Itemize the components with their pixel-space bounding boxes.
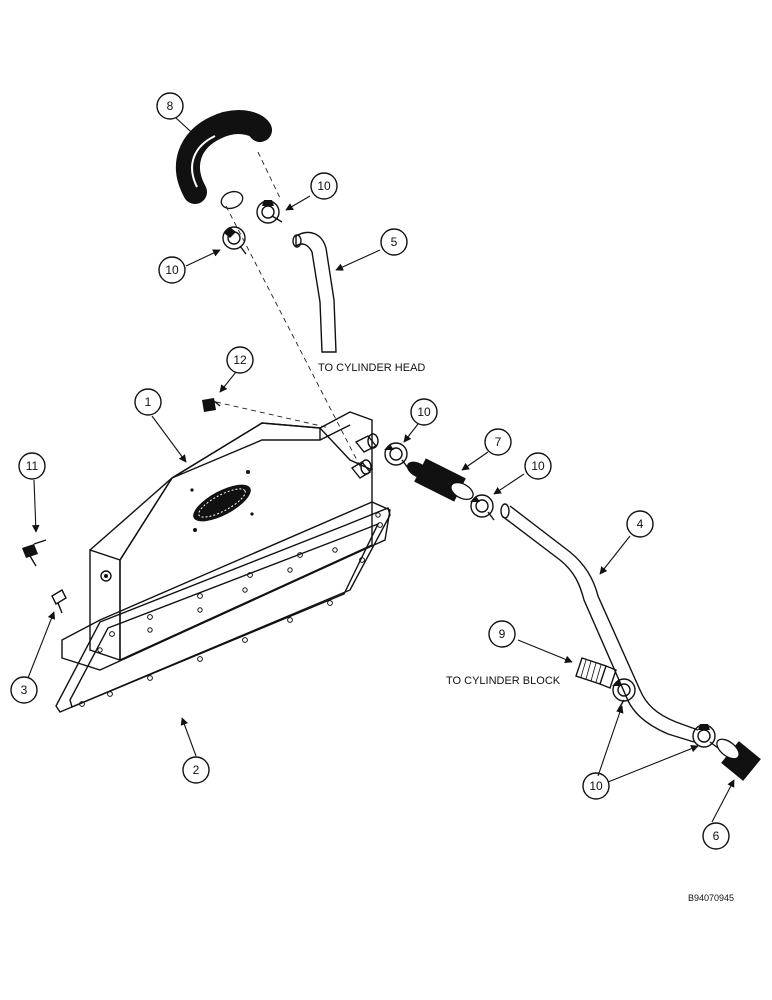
callout-6: 6 bbox=[702, 822, 730, 850]
water-manifold bbox=[61, 411, 391, 671]
callout-10-right: 10 bbox=[524, 452, 552, 480]
svg-text:12: 12 bbox=[233, 353, 247, 367]
svg-text:10: 10 bbox=[531, 459, 545, 473]
callout-10-left: 10 bbox=[158, 256, 186, 284]
callout-10-top: 10 bbox=[310, 172, 338, 200]
callout-5: 5 bbox=[380, 228, 408, 256]
svg-text:10: 10 bbox=[589, 779, 603, 793]
hose-straight bbox=[406, 458, 474, 502]
callout-2: 2 bbox=[182, 756, 210, 784]
svg-text:10: 10 bbox=[317, 179, 331, 193]
svg-text:11: 11 bbox=[26, 459, 39, 473]
svg-text:9: 9 bbox=[499, 627, 506, 641]
svg-text:1: 1 bbox=[145, 395, 152, 409]
plug bbox=[202, 398, 221, 412]
svg-text:2: 2 bbox=[193, 763, 200, 777]
svg-text:10: 10 bbox=[417, 405, 431, 419]
leader-lines bbox=[27, 117, 735, 823]
bolt bbox=[51, 589, 67, 614]
svg-text:5: 5 bbox=[391, 235, 398, 249]
svg-text:6: 6 bbox=[713, 829, 720, 843]
gasket bbox=[55, 507, 391, 713]
callout-8: 8 bbox=[156, 92, 184, 120]
callout-10-mid: 10 bbox=[410, 398, 438, 426]
callout-11: 11 bbox=[18, 452, 46, 480]
bleed-fitting bbox=[22, 539, 47, 567]
callout-9: 9 bbox=[488, 620, 516, 648]
alignment-lines bbox=[215, 151, 363, 471]
hose-short bbox=[716, 738, 761, 781]
hose-elbow bbox=[175, 110, 272, 210]
callout-1: 1 bbox=[134, 388, 162, 416]
svg-text:4: 4 bbox=[637, 517, 644, 531]
callout-10-bottom: 10 bbox=[582, 772, 610, 800]
hose-clamp bbox=[222, 200, 719, 749]
callout-7: 7 bbox=[484, 428, 512, 456]
pipe-to-head bbox=[292, 231, 337, 353]
svg-text:7: 7 bbox=[495, 435, 502, 449]
svg-text:8: 8 bbox=[167, 99, 174, 113]
callout-4: 4 bbox=[626, 510, 654, 538]
svg-text:3: 3 bbox=[21, 683, 28, 697]
coolant-tube bbox=[500, 503, 699, 743]
note-cylinder-block: TO CYLINDER BLOCK bbox=[446, 675, 561, 687]
callout-12: 12 bbox=[226, 346, 254, 374]
note-cylinder-head: TO CYLINDER HEAD bbox=[318, 362, 425, 374]
pipe-fitting bbox=[575, 657, 617, 689]
svg-text:10: 10 bbox=[165, 263, 179, 277]
callout-3: 3 bbox=[10, 676, 38, 704]
figure-code: B94070945 bbox=[688, 893, 734, 903]
